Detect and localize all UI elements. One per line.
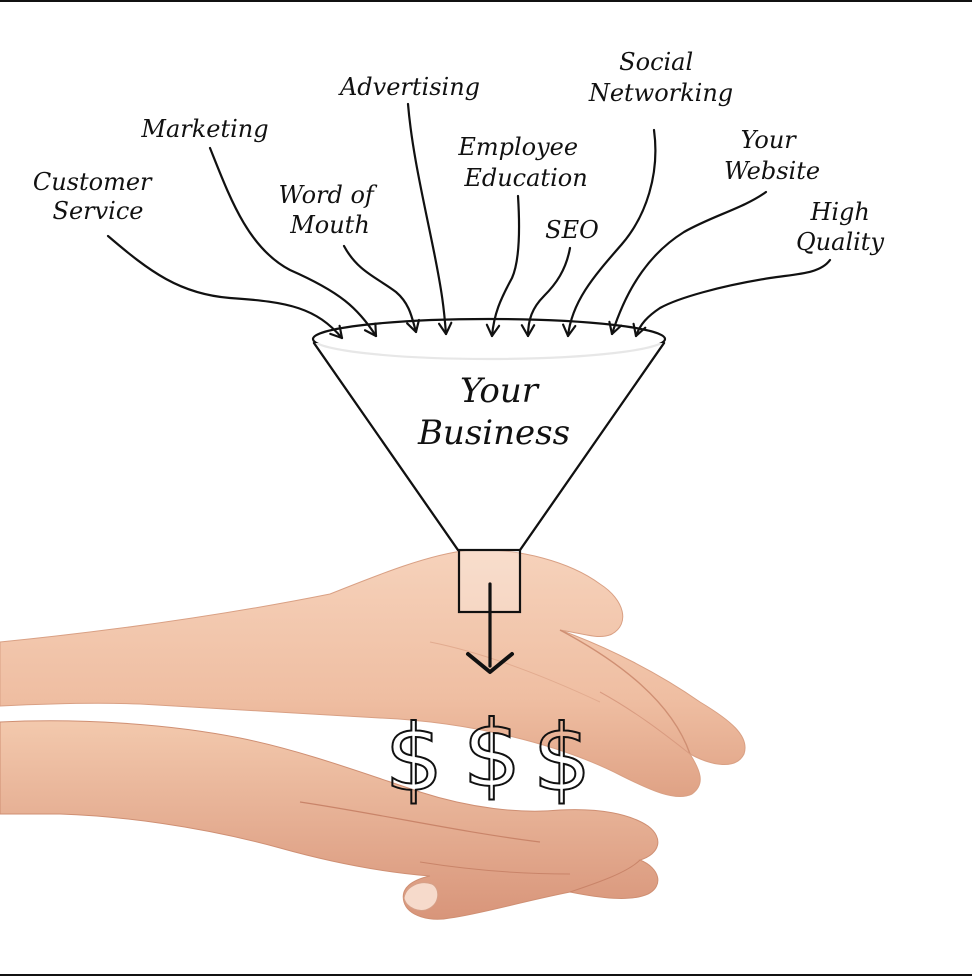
upper-hand [0, 549, 746, 798]
input-labels: Customer Service Marketing Word of Mouth… [33, 48, 885, 256]
label-employee-education: Employee Education [457, 133, 587, 192]
output-arrow [466, 582, 514, 674]
dollar-sign-1: $ [385, 705, 444, 812]
arrow-customer-service [106, 234, 344, 340]
arrow-social-networking [561, 128, 657, 338]
arrow-seo [520, 246, 572, 338]
dollar-signs: $ $ $ [384, 700, 593, 813]
dollar-sign-2: $ [463, 701, 522, 808]
funnel: Your Business [311, 317, 667, 614]
label-social-networking: Social Networking [588, 48, 733, 107]
funnel-label-line1: Your [460, 371, 540, 411]
arrow-word-of-mouth [342, 244, 421, 334]
label-advertising: Advertising [338, 73, 480, 101]
arrow-high-quality [632, 258, 832, 338]
label-your-website: Your Website [724, 126, 820, 185]
label-customer-service: Customer Service [33, 168, 159, 225]
arrow-advertising [406, 102, 453, 336]
input-arrows [106, 102, 832, 340]
label-word-of-mouth: Word of Mouth [279, 181, 382, 239]
lower-hand [0, 720, 659, 920]
label-seo: SEO [545, 216, 599, 244]
arrow-your-website [608, 190, 768, 336]
arrow-employee-education [485, 194, 521, 338]
funnel-label-line2: Business [417, 413, 570, 453]
label-high-quality: High Quality [796, 198, 884, 256]
dollar-sign-3: $ [533, 705, 592, 812]
arrow-marketing [208, 146, 378, 338]
label-marketing: Marketing [140, 115, 268, 143]
hands-illustration [0, 549, 746, 920]
